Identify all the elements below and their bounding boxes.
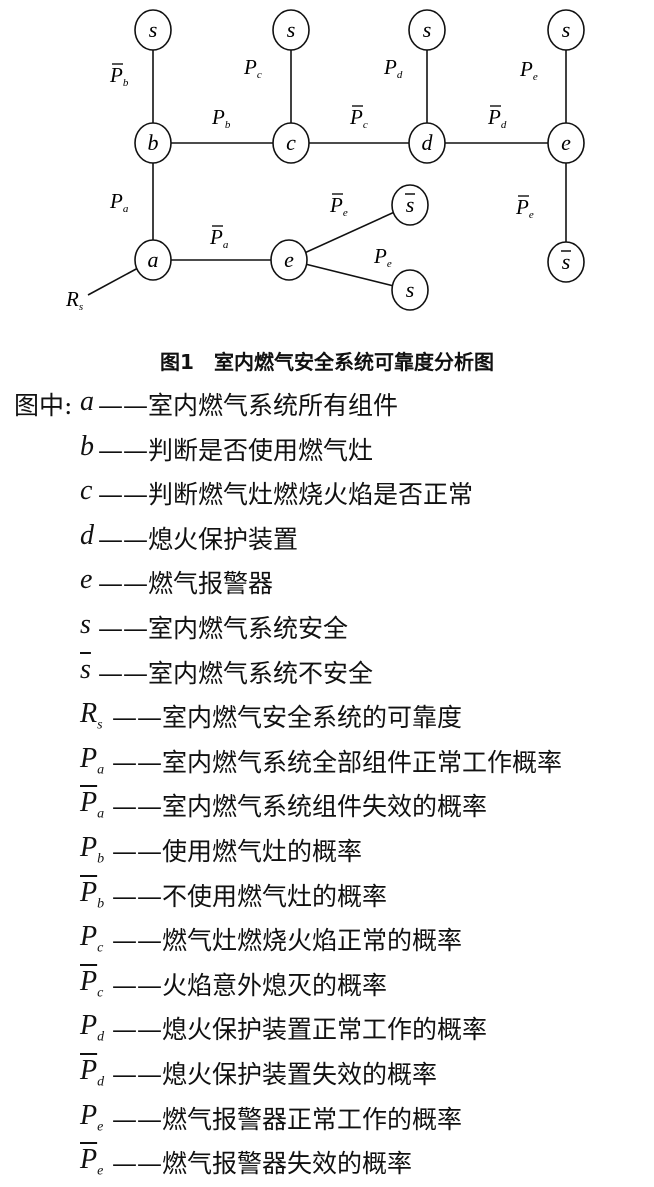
legend-symbol: b xyxy=(80,430,94,462)
diagram-edge xyxy=(288,259,411,291)
diagram-node: e xyxy=(547,122,585,164)
svg-text:Pc: Pc xyxy=(349,105,368,131)
diagram-node: s xyxy=(547,9,585,51)
legend-symbol: Pb xyxy=(80,876,105,912)
legend-description: ——熄火保护装置正常工作的概率 xyxy=(112,1015,488,1045)
legend-description: ——不使用燃气灶的概率 xyxy=(112,881,388,911)
figure-caption: 图1 室内燃气安全系统可靠度分析图 xyxy=(160,350,494,374)
diagram-node: s xyxy=(134,9,172,51)
legend-description: ——室内燃气系统不安全 xyxy=(98,658,374,688)
legend-description: ——室内燃气系统全部组件正常工作概率 xyxy=(112,747,563,777)
legend-symbol: Pe xyxy=(80,1144,104,1179)
edge-label: Pd xyxy=(383,55,403,81)
legend-symbol: c xyxy=(80,475,93,507)
legend-symbol: Pd xyxy=(80,1010,105,1045)
svg-text:Rs: Rs xyxy=(65,287,83,313)
diagram-node: s xyxy=(547,241,585,283)
diagram-node: s xyxy=(272,9,310,51)
edge-label: Pe xyxy=(329,193,348,219)
legend-description: ——使用燃气灶的概率 xyxy=(112,837,363,866)
diagram-node: e xyxy=(270,239,308,281)
legend-symbol: Pd xyxy=(80,1055,105,1090)
edge-label: Pa xyxy=(109,189,129,215)
legend-description: ——判断燃气灶燃烧火焰是否正常 xyxy=(98,480,474,510)
legend-description: ——室内燃气系统组件失效的概率 xyxy=(112,792,488,822)
svg-text:e: e xyxy=(284,247,294,272)
legend-symbol: a xyxy=(80,386,94,417)
svg-text:s: s xyxy=(406,192,415,217)
legend-symbol: s xyxy=(80,609,91,640)
svg-text:s: s xyxy=(562,17,571,42)
legend-symbol: Pb xyxy=(80,832,105,867)
diagram-node: s xyxy=(391,184,429,226)
diagram-edge xyxy=(87,267,139,296)
edge-label: Pc xyxy=(243,55,262,81)
svg-text:s: s xyxy=(423,17,432,42)
svg-text:Pd: Pd xyxy=(487,105,507,131)
legend-symbol: e xyxy=(80,564,93,596)
legend-symbol: Pa xyxy=(80,787,105,822)
legend-symbol: Pc xyxy=(80,965,104,1001)
legend-description: ——燃气灶燃烧火焰正常的概率 xyxy=(112,926,463,956)
diagram-node: s xyxy=(408,9,446,51)
svg-text:s: s xyxy=(287,17,296,42)
edge-label: Pd xyxy=(487,105,507,131)
svg-text:e: e xyxy=(561,130,571,155)
edge-label: Pb xyxy=(211,105,231,131)
legend-description: ——火焰意外熄灭的概率 xyxy=(112,970,388,1000)
svg-text:a: a xyxy=(148,247,159,272)
diagram-node: a xyxy=(134,239,172,281)
legend-description: ——室内燃气安全系统的可靠度 xyxy=(112,703,463,733)
svg-text:Pa: Pa xyxy=(109,189,129,215)
legend-description: ——燃气报警器正常工作的概率 xyxy=(112,1104,463,1134)
legend-symbol: Pc xyxy=(80,921,104,956)
svg-text:s: s xyxy=(149,17,158,42)
svg-text:Pe: Pe xyxy=(373,244,392,270)
edge-label: Pe xyxy=(373,244,392,270)
svg-text:Pc: Pc xyxy=(243,55,262,81)
legend-description: ——熄火保护装置失效的概率 xyxy=(112,1060,438,1089)
svg-text:Pe: Pe xyxy=(519,57,538,83)
svg-text:d: d xyxy=(422,130,434,155)
svg-text:Pd: Pd xyxy=(383,55,403,81)
legend-symbol: s xyxy=(80,653,91,685)
legend-description: ——室内燃气系统所有组件 xyxy=(98,391,399,420)
svg-text:Pa: Pa xyxy=(209,225,229,251)
legend-description: ——燃气报警器失效的概率 xyxy=(112,1149,413,1179)
edge-label: Pe xyxy=(519,57,538,83)
svg-text:Pe: Pe xyxy=(515,195,534,221)
svg-text:s: s xyxy=(562,249,571,274)
diagram-node: c xyxy=(272,122,310,164)
legend-description: ——判断是否使用燃气灶 xyxy=(98,435,374,465)
edge-label: Pa xyxy=(209,225,229,251)
diagram-node: b xyxy=(134,122,172,164)
edge-label: Pc xyxy=(349,105,368,131)
diagram-node: d xyxy=(408,122,446,164)
legend-symbol: Pe xyxy=(80,1099,104,1135)
diagram-edge xyxy=(288,204,411,261)
svg-text:Pb: Pb xyxy=(109,63,129,89)
legend-symbol: Rs xyxy=(80,698,103,733)
svg-text:c: c xyxy=(286,130,296,155)
legend-description: ——熄火保护装置 xyxy=(98,524,299,554)
edge-label: Pe xyxy=(515,195,534,221)
svg-text:s: s xyxy=(406,277,415,302)
svg-text:Pb: Pb xyxy=(211,105,231,131)
legend-prefix: 图中: xyxy=(14,391,73,420)
legend-description: ——室内燃气系统安全 xyxy=(98,614,349,643)
svg-text:b: b xyxy=(148,130,159,155)
legend-symbol: Pa xyxy=(80,742,105,778)
edge-label: Pb xyxy=(109,63,129,89)
edge-label: Rs xyxy=(65,287,83,313)
diagram-node: s xyxy=(391,269,429,311)
svg-text:Pe: Pe xyxy=(329,193,348,219)
legend-description: ——燃气报警器 xyxy=(98,569,274,599)
legend-symbol: d xyxy=(80,519,94,551)
